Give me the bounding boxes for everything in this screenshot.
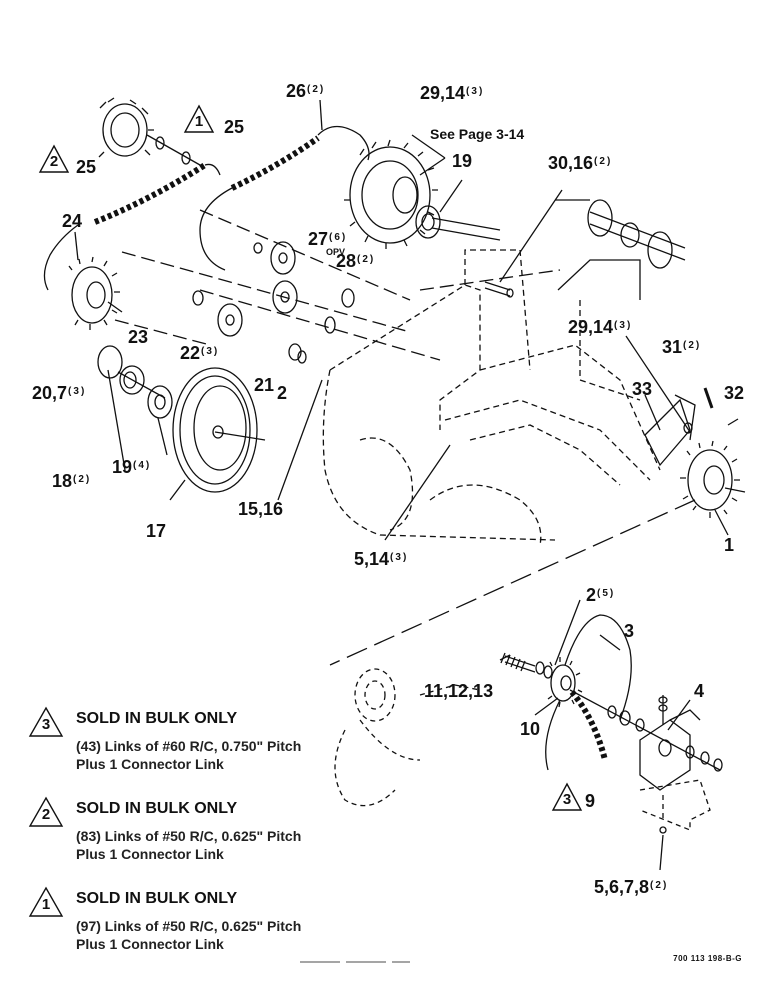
callout-10: 10: [520, 719, 541, 739]
note-3-line-1: (43) Links of #60 R/C, 0.750" Pitch: [76, 738, 302, 754]
callout-22: 22(3): [180, 343, 220, 363]
drawing-code: 700 113 198-B-G: [673, 954, 742, 963]
flag-2-triangle: 2: [38, 144, 70, 174]
note-1-line-1: (97) Links of #50 R/C, 0.625" Pitch: [76, 918, 302, 934]
callout-19-left: 19(4): [112, 457, 152, 477]
lower-hub-dashed: [334, 668, 481, 807]
flag-1-triangle: 1: [183, 104, 215, 134]
callout-29-14-top: 29,14(3): [420, 83, 485, 103]
main-frame-housing: [322, 249, 661, 546]
callout-1: 1: [724, 535, 735, 555]
see-page-reference: See Page 3-14: [430, 126, 525, 142]
roller-chain-25-left: [43, 162, 221, 291]
flag-3-number: 3: [562, 791, 572, 808]
note-1-triangle: 1: [28, 886, 64, 918]
bracket-plate-33: [644, 387, 739, 467]
leader-lines-lower: [499, 599, 691, 871]
warning-triangle-icon: [183, 104, 215, 133]
assembly-link-line: [329, 499, 696, 666]
callout-5-6-7-8: 5,6,7,8(2): [594, 877, 669, 897]
note-3-number: 3: [41, 716, 51, 733]
warning-triangle-icon: [28, 886, 64, 917]
callout-20-7: 20,7(3): [32, 383, 87, 403]
bearing-bracket-4: [639, 695, 701, 791]
callout-15-16: 15,16: [238, 499, 284, 519]
opv-note: OPV: [326, 247, 346, 257]
drive-pulley-17: [172, 367, 266, 493]
note-2-triangle: 2: [28, 796, 64, 828]
bearing-19-upper: [415, 205, 501, 241]
note-1-line-2: Plus 1 Connector Link: [76, 936, 224, 952]
leader-lines-mid: [107, 335, 729, 541]
callout-32: 32: [724, 383, 745, 403]
callout-29-14-mid: 29,14(3): [568, 317, 633, 337]
callout-25-middle: 25: [224, 117, 245, 137]
note-1-title: SOLD IN BULK ONLY: [76, 890, 238, 907]
callout-2-upper: 2: [277, 383, 288, 403]
top-sprocket: [98, 97, 201, 166]
note-2-line-1: (83) Links of #50 R/C, 0.625" Pitch: [76, 828, 302, 844]
roller-chain-25-middle: [199, 125, 370, 271]
note-3-title: SOLD IN BULK ONLY: [76, 710, 238, 727]
large-sprocket: [344, 139, 438, 249]
bolt-30: [484, 281, 514, 298]
note-flag-3: 3 SOLD IN BULK ONLY (43) Links of #60 R/…: [28, 706, 368, 776]
callout-23: 23: [128, 327, 149, 347]
callout-30-16: 30,16(2): [548, 153, 613, 173]
warning-triangle-icon: [28, 706, 64, 737]
callout-4: 4: [694, 681, 705, 701]
callout-26: 26(2): [286, 81, 326, 101]
note-2-line-2: Plus 1 Connector Link: [76, 846, 224, 862]
flag-2-number: 2: [49, 153, 59, 170]
note-2-number: 2: [41, 806, 51, 823]
callout-18: 18(2): [52, 471, 92, 491]
note-flag-2: 2 SOLD IN BULK ONLY (83) Links of #50 R/…: [28, 796, 368, 866]
lower-shaft: [500, 652, 723, 772]
flag-1-number: 1: [194, 113, 204, 130]
callout-11-12-13: 11,12,13: [424, 681, 494, 701]
callout-2-lower: 2(5): [586, 585, 616, 605]
note-2-title: SOLD IN BULK ONLY: [76, 800, 238, 817]
callout-33: 33: [632, 379, 653, 399]
note-3-triangle: 3: [28, 706, 64, 738]
callout-28: 28(2): [336, 251, 376, 271]
dashed-centerlines: [114, 209, 561, 361]
callout-17: 17: [146, 521, 167, 541]
callout-24: 24: [62, 211, 83, 231]
callout-19-top: 19: [452, 151, 473, 171]
callout-25-left: 25: [76, 157, 97, 177]
idler-sprockets-27: [192, 241, 355, 364]
callout-9: 9: [585, 791, 596, 811]
warning-triangle-icon: [551, 782, 583, 811]
lower-sprocket-10: [547, 657, 583, 708]
callout-21: 21: [254, 375, 275, 395]
note-flag-1: 1 SOLD IN BULK ONLY (97) Links of #50 R/…: [28, 886, 368, 956]
sprocket-23: [68, 256, 123, 330]
sprocket-1: [680, 440, 746, 518]
upper-right-shaft: [555, 199, 686, 300]
note-3-line-2: Plus 1 Connector Link: [76, 756, 224, 772]
callout-27: 27(6): [308, 229, 348, 249]
callout-3: 3: [624, 621, 635, 641]
warning-triangle-icon: [28, 796, 64, 827]
hub-bearings-left: [97, 345, 173, 419]
flag-3-triangle: 3: [551, 782, 583, 812]
warning-triangle-icon: [38, 144, 70, 173]
note-1-number: 1: [41, 896, 51, 913]
lower-mount-dashed: [639, 779, 711, 831]
leader-lines-top: [74, 99, 563, 283]
roller-chain-9: [545, 614, 632, 771]
callout-31: 31(2): [662, 337, 702, 357]
callout-5-14: 5,14(3): [354, 549, 409, 569]
